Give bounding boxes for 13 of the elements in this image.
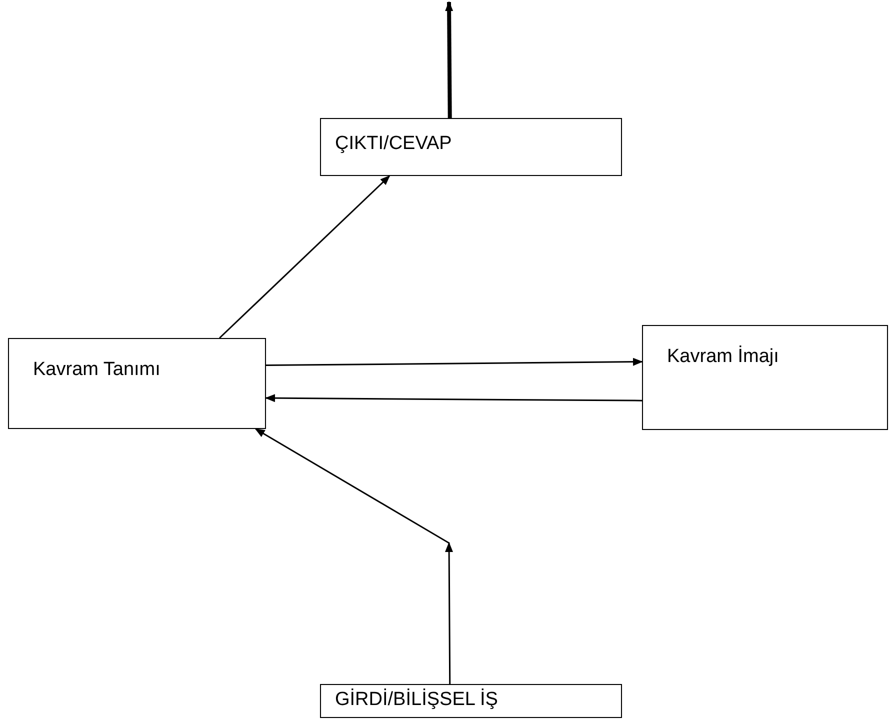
arrow <box>445 1 454 118</box>
process-box <box>320 118 622 176</box>
arrow <box>266 358 643 366</box>
arrow <box>255 428 453 684</box>
arrow <box>265 394 642 402</box>
process-box <box>642 325 888 430</box>
process-box <box>320 684 622 718</box>
arrow <box>219 175 390 339</box>
process-box <box>8 338 266 429</box>
box-label: Kavram İmajı <box>667 346 779 368</box>
box-label: Kavram Tanımı <box>33 359 160 381</box>
box-label: ÇIKTI/CEVAP <box>335 133 452 155</box>
box-label: GİRDİ/BİLİŞSEL İŞ <box>335 689 498 711</box>
